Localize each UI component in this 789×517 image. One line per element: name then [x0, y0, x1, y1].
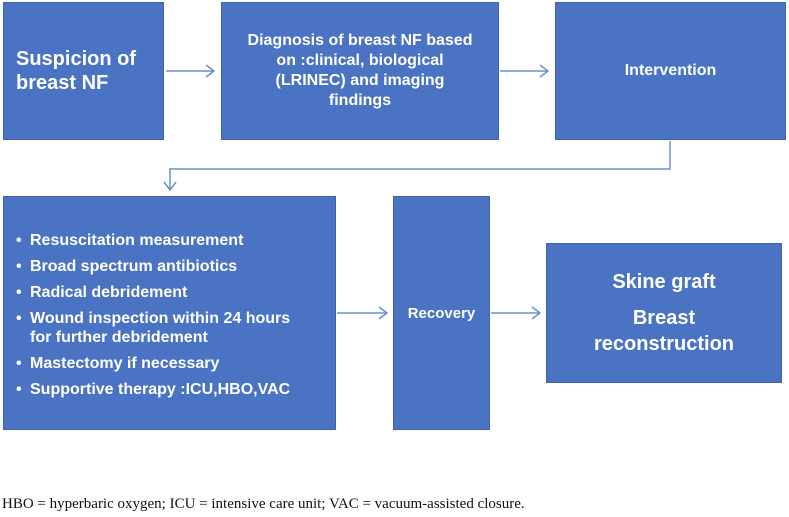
diagnosis-line2: on :clinical, biological	[276, 52, 444, 69]
outcome-box: Skine graft Breast reconstruction	[546, 243, 782, 383]
recovery-label: Recovery	[407, 304, 476, 322]
action-item: Radical debridement	[16, 283, 335, 302]
arrow-intervention-to-actions	[163, 141, 671, 192]
arrow-recovery-to-outcome	[491, 306, 542, 320]
outcome-line2: Breast	[632, 307, 696, 329]
actions-box: Resuscitation measurement Broad spectrum…	[3, 196, 336, 430]
action-item: Resuscitation measurement	[16, 231, 335, 250]
diagnosis-line1: Diagnosis of breast NF based	[247, 32, 473, 49]
action-item: Supportive therapy :ICU,HBO,VAC	[16, 380, 335, 399]
action-item: Mastectomy if necessary	[16, 354, 335, 373]
outcome-line3: reconstruction	[593, 333, 735, 355]
footnote: HBO = hyperbaric oxygen; ICU = intensive…	[2, 496, 525, 512]
actions-list: Resuscitation measurement Broad spectrum…	[16, 231, 335, 399]
intervention-box: Intervention	[555, 2, 786, 140]
diagnosis-box: Diagnosis of breast NF based on :clinica…	[221, 2, 499, 140]
diagnosis-line4: findings	[328, 92, 392, 109]
arrow-suspicion-to-diagnosis	[166, 64, 216, 78]
arrow-diagnosis-to-intervention	[500, 64, 550, 78]
recovery-box: Recovery	[393, 196, 490, 430]
suspicion-line1: Suspicion of	[16, 48, 136, 70]
action-item: Broad spectrum antibiotics	[16, 257, 335, 276]
outcome-line1: Skine graft	[612, 271, 716, 293]
suspicion-line2: breast NF	[16, 72, 109, 94]
arrow-actions-to-recovery	[337, 306, 389, 320]
suspicion-box: Suspicion of breast NF	[3, 2, 164, 140]
diagnosis-line3: (LRINEC) and imaging	[275, 72, 445, 89]
action-item: Wound inspection within 24 hours for fur…	[16, 309, 300, 347]
intervention-label: Intervention	[624, 62, 717, 79]
